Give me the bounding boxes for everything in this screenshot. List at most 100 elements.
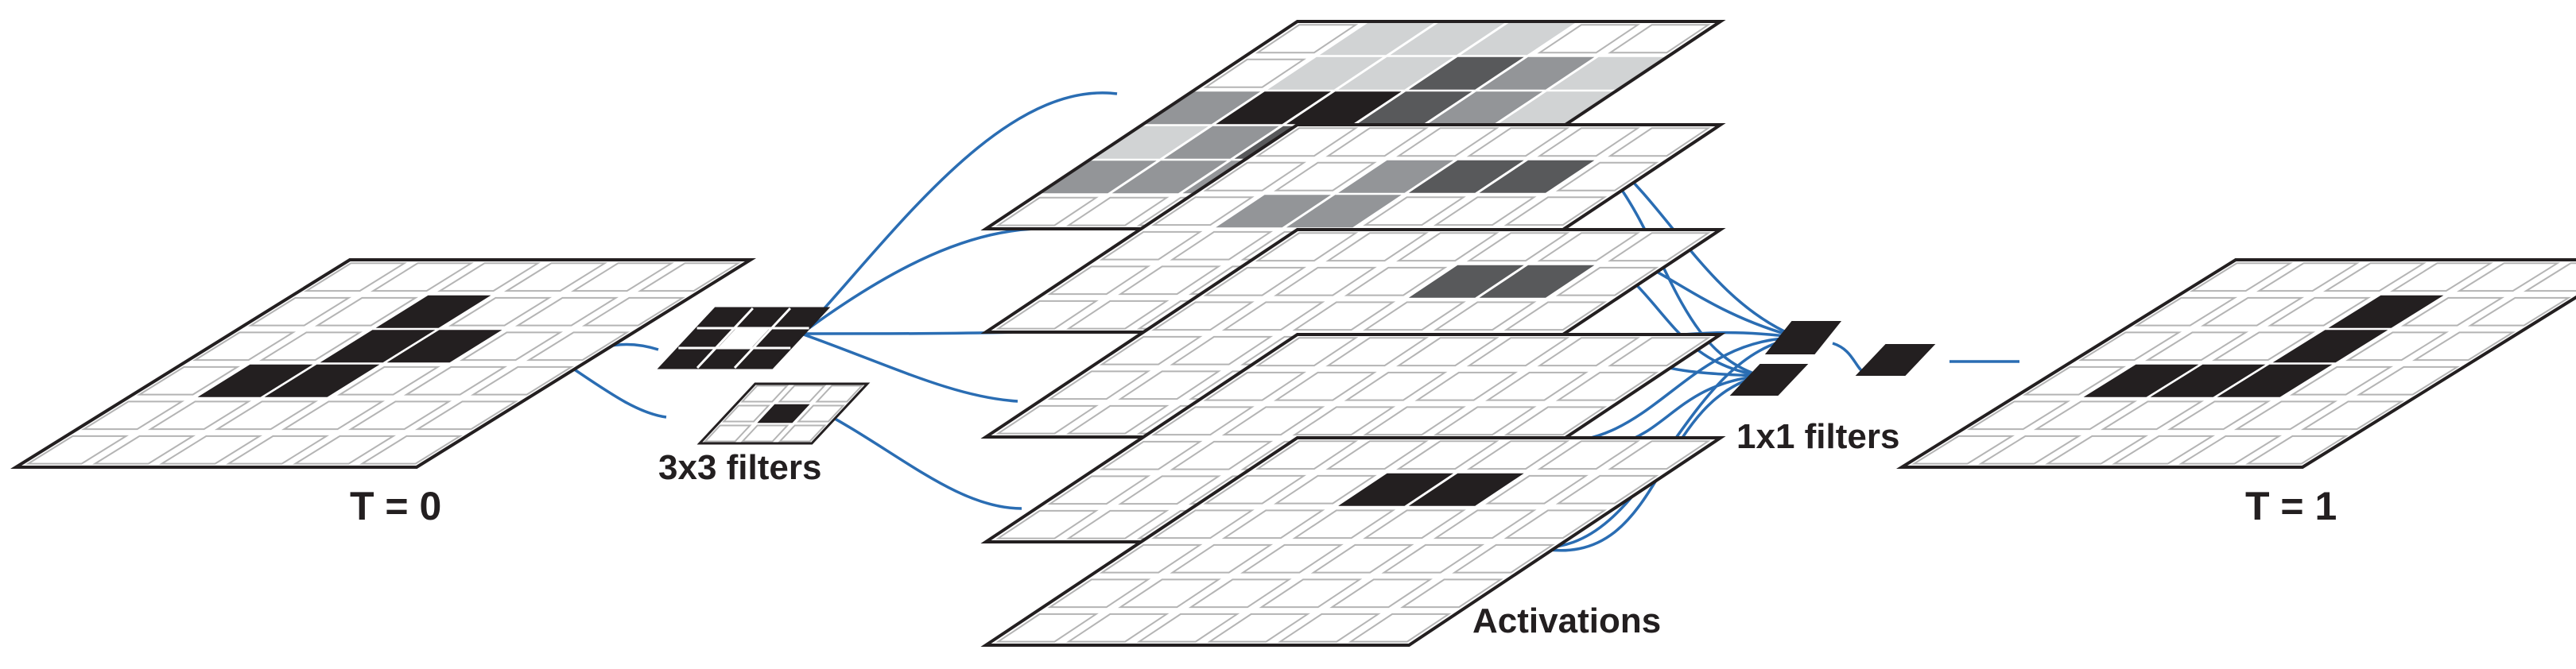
grid-cell-outline <box>258 331 363 362</box>
grid-cell-outline <box>1325 232 1430 262</box>
grid-cell-outline <box>1433 406 1537 436</box>
grid-cell-outline <box>1344 266 1448 296</box>
grid-cell-outline <box>2356 365 2461 396</box>
grid-cell-outline <box>2033 400 2138 431</box>
grid-cell-outline <box>2144 331 2249 362</box>
filter-gridline <box>733 307 791 369</box>
grid-cell-outline <box>2100 400 2205 431</box>
grid-cell-outline <box>1170 543 1274 574</box>
grid-cell-outline <box>995 300 1099 330</box>
pointwise-filter-top <box>1764 321 1842 354</box>
activation-layer-5 <box>980 436 1726 647</box>
grid-cell-light <box>1550 56 1666 90</box>
grid-cell-outline <box>637 262 742 292</box>
conv-filter-center-border <box>696 382 871 445</box>
pointwise-filter-output <box>1855 344 1936 376</box>
grid-cell-outline <box>526 331 630 362</box>
grid-cell-outline <box>570 262 675 292</box>
grid-cell-outline <box>2256 262 2361 292</box>
grid-cell-outline <box>303 262 408 292</box>
grid-cell-outline <box>314 296 419 327</box>
grid-cell-outline <box>2467 296 2572 327</box>
grid-cell-outline <box>1099 335 1203 365</box>
grid-cell-outline <box>1277 613 1381 643</box>
grid-cell-dark <box>1479 160 1595 193</box>
grid-cell-outline <box>740 385 789 403</box>
grid-cell-outline <box>1203 58 1307 88</box>
output-grid <box>1895 258 2576 469</box>
activation-layer-5-border <box>980 436 1726 647</box>
grid-cell-outline <box>470 365 575 396</box>
grid-cell-outline <box>1150 509 1255 539</box>
grid-cell-outline <box>2178 435 2283 465</box>
grid-cell-outline <box>1221 406 1325 436</box>
grid-cell-dark <box>1408 56 1524 90</box>
grid-cell-outline <box>1273 266 1377 296</box>
grid-cell-black <box>2217 364 2333 397</box>
grid-cell-outline <box>436 262 541 292</box>
grid-cell-outline <box>995 613 1099 643</box>
grid-cell-outline <box>2289 365 2394 396</box>
grid-cell-black <box>386 330 502 363</box>
grid-cell-outline <box>2456 262 2561 292</box>
grid-cell-outline <box>2077 331 2182 362</box>
grid-cell-outline <box>2200 296 2305 327</box>
grid-cell-outline <box>503 262 608 292</box>
grid-cell-black <box>1408 473 1524 506</box>
grid-cell-outline <box>1203 371 1307 401</box>
grid-cell-outline <box>1363 301 1466 331</box>
grid-cell-outline <box>1503 406 1608 436</box>
grid-cell-outline <box>1396 127 1499 157</box>
grid-cell-outline <box>1325 440 1430 470</box>
grid-cell-outline <box>1325 127 1430 157</box>
grid-cell-outline <box>1255 127 1359 157</box>
grid-cell-mid <box>1286 195 1402 228</box>
grid-cell-outline <box>2189 262 2294 292</box>
grid-cell-outline <box>1118 370 1221 400</box>
grid-cell-outline <box>1255 24 1359 54</box>
grid-cell-outline <box>2211 331 2316 362</box>
grid-cell-outline <box>1452 543 1556 574</box>
grid-cell-outline <box>1363 196 1466 226</box>
grid-cell-outline <box>2022 365 2127 396</box>
grid-cell-outline <box>1485 371 1589 401</box>
grid-cell-light <box>1498 91 1613 125</box>
grid-cell-outline <box>292 435 397 465</box>
grid-cell-outline <box>1255 440 1359 470</box>
grid-cell-mid <box>1479 56 1595 90</box>
grid-cell-outline <box>1977 435 2082 465</box>
grid-cell-outline <box>815 385 864 403</box>
grid-cell-outline <box>1344 371 1448 401</box>
grid-cell-outline <box>2389 262 2494 292</box>
grid-cell-outline <box>995 404 1099 435</box>
grid-cell-outline <box>2167 400 2271 431</box>
grid-cell-outline <box>1259 578 1363 609</box>
grid-cell-outline <box>1150 406 1255 436</box>
grid-cell-black <box>2083 364 2199 397</box>
grid-cell-outline <box>1348 613 1452 643</box>
grid-cell-mid <box>1216 195 1331 228</box>
grid-cell-outline <box>1118 265 1221 296</box>
grid-cell-outline <box>1170 335 1274 365</box>
grid-cell-outline <box>1363 406 1466 436</box>
grid-cell-outline <box>247 296 352 327</box>
grid-cell-outline <box>1047 265 1151 296</box>
grid-cell-outline <box>2267 296 2372 327</box>
grid-cell-mid <box>1041 160 1157 194</box>
grid-cell-outline <box>1395 440 1499 470</box>
grid-cell-outline <box>1118 475 1221 505</box>
grid-cell-outline <box>2244 435 2349 465</box>
grid-cell-outline <box>136 365 241 396</box>
output-grid-border <box>1895 258 2576 469</box>
grid-cell-outline <box>336 365 441 396</box>
grid-cell-outline <box>1203 266 1307 296</box>
grid-cell-outline <box>1466 232 1570 262</box>
grid-cell-outline <box>703 424 752 443</box>
grid-cell-outline <box>1099 440 1203 470</box>
input-grid-base <box>16 260 751 467</box>
grid-cell-outline <box>796 404 845 423</box>
grid-cell-light <box>1267 56 1383 90</box>
grid-cell-outline <box>778 424 827 443</box>
grid-cell-outline <box>1065 509 1170 539</box>
